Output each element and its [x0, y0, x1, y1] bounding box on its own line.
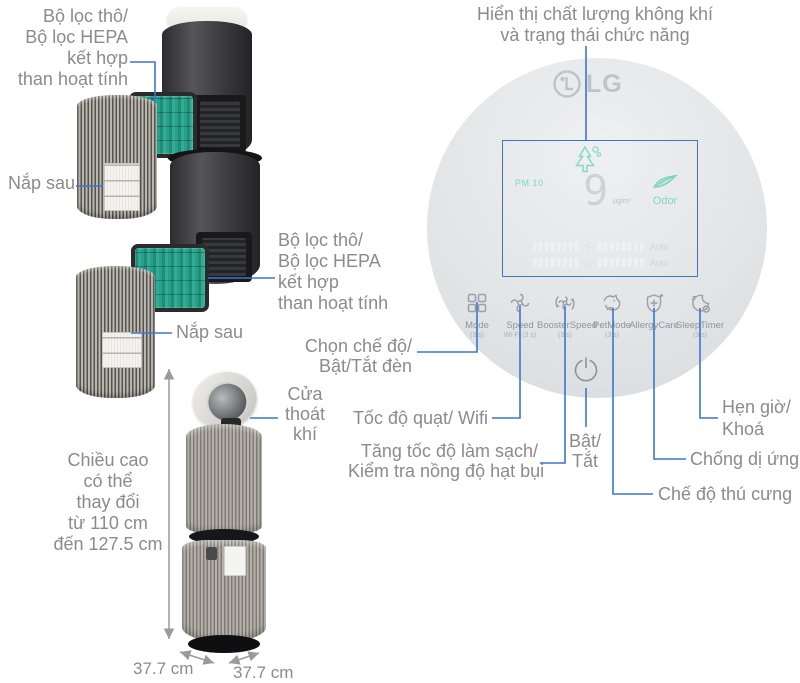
air-outlet-label-line1: Cửa	[287, 384, 323, 404]
fan-speed-bars-left-1	[533, 242, 579, 251]
rear-cover-mid	[76, 266, 155, 398]
tower-logo-badge	[206, 547, 217, 560]
auto-label-2: Auto	[650, 257, 669, 268]
fan-speed-row-1: Auto	[533, 241, 669, 252]
aqi-unit: μg/m³	[613, 198, 632, 205]
filter-label-mid-line4: than hoạt tính	[278, 293, 389, 313]
rear-cover-top	[77, 95, 157, 219]
filter-label-top-line4: than hoạt tính	[17, 69, 128, 89]
filter-label-mid: Bộ lọc thô/ Bộ lọc HEPA kết hợp than hoạ…	[278, 230, 402, 314]
air-outlet-label: Cửa thoát khí	[281, 384, 329, 444]
power-annotation-line2: Tắt	[571, 451, 598, 471]
auto-label-1: Auto	[650, 241, 669, 252]
height-label-line5: đến 127.5 cm	[53, 534, 163, 554]
mode-annotation-line1: Chọn chế độ/	[304, 336, 412, 356]
display-caption-line1: Hiển thị chất lượng không khí	[477, 4, 713, 24]
aqi-value: 9	[583, 166, 609, 215]
pm-label: PM 10	[515, 178, 544, 188]
lower-filter-slot-grille	[202, 238, 246, 276]
height-label-line4: từ 110 cm	[68, 513, 148, 533]
rear-cover-label-1: Nắp sau	[8, 173, 76, 193]
power-annotation: Bật/ Tắt	[561, 431, 609, 471]
booster-speed-label: BoosterSpeed	[537, 320, 598, 331]
odor-label: Odor	[652, 195, 678, 207]
allergy-annotation: Chống dị ứng	[690, 449, 800, 469]
height-label-line1: Chiều cao	[67, 450, 149, 470]
booster-annotation: Tăng tốc độ làm sạch/ Kiểm tra nồng độ h…	[348, 441, 545, 481]
rear-cover-label-2: Nắp sau	[176, 322, 244, 342]
sleep-timer-sub-label: (3 s)	[693, 332, 707, 339]
status-display: PM 10 9 μg/m³ Odor Auto A	[502, 140, 698, 277]
lg-wordmark: LG	[586, 70, 623, 98]
circulator-small-icon	[584, 258, 593, 267]
power-button-icon	[571, 355, 601, 385]
air-outlet-label-line3: khí	[292, 424, 317, 444]
booster-annotation-line2: Kiểm tra nồng độ hạt bụi	[348, 461, 545, 481]
sleep-timer-label: SleepTimer	[675, 320, 725, 331]
sleep-annotation-line1: Hẹn giờ/	[722, 397, 791, 417]
odor-leaf-icon	[653, 174, 678, 188]
filter-label-mid-line2: Bộ lọc HEPA	[278, 251, 381, 271]
rear-cover-mid-grille-rows	[102, 332, 142, 368]
sleep-annotation: Hẹn giờ/ Khoá	[722, 396, 791, 440]
tower-label-sticker	[224, 546, 246, 576]
tower-upper-cylinder	[186, 424, 262, 534]
filter-label-top-line2: Bộ lọc HEPA	[25, 27, 128, 47]
lg-emblem-icon	[553, 70, 581, 98]
pet-mode-label: PetMode	[592, 320, 632, 331]
filter-label-mid-line1: Bộ lọc thô/	[278, 230, 364, 250]
height-label: Chiều cao có thể thay đổi từ 110 cm đến …	[46, 450, 170, 555]
sleep-moon-icon	[672, 290, 728, 316]
mode-annotation: Chọn chế độ/ Bật/Tắt đèn	[292, 336, 412, 376]
odor-indicator: Odor	[643, 174, 687, 207]
filter-slot-grille	[200, 101, 240, 147]
pet-mode-sub-label: (3 s)	[605, 332, 619, 339]
fan-icon	[492, 290, 548, 316]
upper-unit-filter-slot	[194, 95, 246, 153]
fan-small-icon	[583, 241, 594, 252]
speed-annotation: Tốc độ quạt/ Wifi	[352, 408, 488, 428]
fan-speed-row-2: Auto	[533, 257, 669, 268]
width-label: 37.7 cm	[133, 659, 194, 678]
power-annotation-line1: Bật/	[568, 431, 602, 451]
clean-air-tree-icon	[575, 145, 602, 173]
fan-speed-bars-right-1	[598, 242, 644, 251]
tower-base	[188, 635, 260, 653]
air-outlet-label-line2: thoát	[284, 404, 326, 424]
depth-label: 37.7 cm	[233, 663, 294, 682]
mode-annotation-line2: Bật/Tắt đèn	[318, 356, 412, 376]
sleep-annotation-line2: Khoá	[722, 419, 765, 439]
display-caption: Hiển thị chất lượng không khí và trạng t…	[430, 4, 760, 46]
purifier-lower-unit	[170, 152, 260, 284]
filter-label-mid-line3: kết hợp	[278, 272, 339, 292]
tower-lower-cylinder	[182, 540, 266, 642]
rear-cover-mid-grille	[102, 332, 142, 368]
height-label-line3: thay đổi	[76, 492, 140, 512]
rear-cover-top-grille-rows	[104, 163, 140, 211]
filter-label-top: Bộ lọc thô/ Bộ lọc HEPA kết hợp than hoạ…	[10, 6, 128, 90]
rear-cover-top-grille	[104, 163, 140, 211]
filter-label-top-line1: Bộ lọc thô/	[42, 6, 128, 26]
button-sleep-timer: SleepTimer (3 s)	[672, 290, 728, 340]
pet-annotation: Chế độ thú cưng	[658, 484, 793, 504]
fan-speed-bars-left-2	[533, 258, 579, 267]
height-label-line2: có thể	[83, 471, 133, 491]
fan-speed-bars-right-2	[598, 258, 644, 267]
lg-logo: LG	[552, 69, 623, 99]
display-caption-line2: và trạng thái chức năng	[500, 25, 690, 45]
filter-label-top-line3: kết hợp	[67, 48, 128, 68]
booster-annotation-line1: Tăng tốc độ làm sạch/	[360, 441, 538, 461]
